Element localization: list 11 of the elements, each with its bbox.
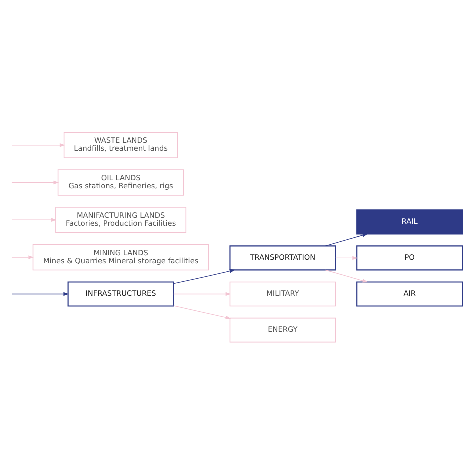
arrow [174,268,236,284]
arrow [325,233,368,246]
arrow [12,142,66,147]
arrow [12,292,70,296]
arrow [12,255,34,259]
arrow [174,305,232,319]
arrow [12,180,60,184]
arrow [174,292,232,296]
arrow [325,269,368,282]
arrow [12,218,57,222]
arrow [335,256,358,260]
